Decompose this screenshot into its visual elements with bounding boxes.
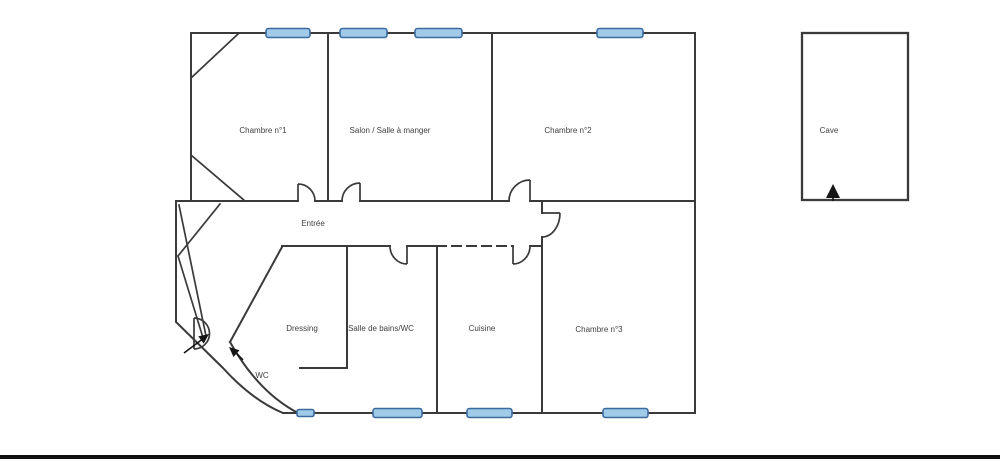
dressing-walls xyxy=(228,245,348,369)
left-exterior-wall xyxy=(175,200,285,415)
window-marker-wc xyxy=(296,408,315,418)
cave-outline xyxy=(800,31,910,202)
door-arc-chambre2 xyxy=(508,179,531,202)
chambre1-corner-diagonals xyxy=(189,32,247,203)
door-arc-salon xyxy=(341,182,361,202)
bottom-bar xyxy=(0,455,1000,459)
window-marker-salle-de-bains xyxy=(372,407,423,419)
room-label-entree: Entrée xyxy=(301,219,325,228)
room-label-chambre3: Chambre n°3 xyxy=(575,325,623,334)
room-label-chambre2: Chambre n°2 xyxy=(544,126,592,135)
door-arc-hallway-to-chambre3 xyxy=(541,212,561,238)
secondary-entrance-arrow-icon xyxy=(229,347,240,357)
front-door-arc xyxy=(193,317,211,350)
room-label-salle-de-bains: Salle de bains/WC xyxy=(348,324,414,333)
window-marker-chambre3 xyxy=(602,407,649,419)
window-marker-chambre2 xyxy=(596,27,644,39)
lower-block-divider-walls xyxy=(436,200,543,414)
entrance-arrow-icon xyxy=(198,334,209,344)
room-label-chambre1: Chambre n°1 xyxy=(239,126,287,135)
entrance-arrow-line xyxy=(183,337,205,354)
room-label-cave: Cave xyxy=(820,126,839,135)
room-label-cuisine: Cuisine xyxy=(469,324,496,333)
door-arc-chambre1 xyxy=(297,183,316,202)
cave-entrance-arrow-icon xyxy=(826,184,840,198)
secondary-entrance-arrow-tail xyxy=(236,353,244,361)
door-arc-cuisine xyxy=(512,245,531,265)
room-label-dressing: Dressing xyxy=(286,324,318,333)
room-label-wc: WC xyxy=(255,371,269,380)
top-block-walls xyxy=(190,32,696,414)
window-marker-cuisine xyxy=(466,407,513,419)
window-marker-salon-right xyxy=(414,27,463,39)
window-marker-salon-left xyxy=(339,27,388,39)
window-marker-chambre1 xyxy=(265,27,311,39)
room-label-salon: Salon / Salle à manger xyxy=(350,126,431,135)
door-arc-salle-de-bains xyxy=(389,245,408,265)
stairwell-lines xyxy=(176,202,222,343)
